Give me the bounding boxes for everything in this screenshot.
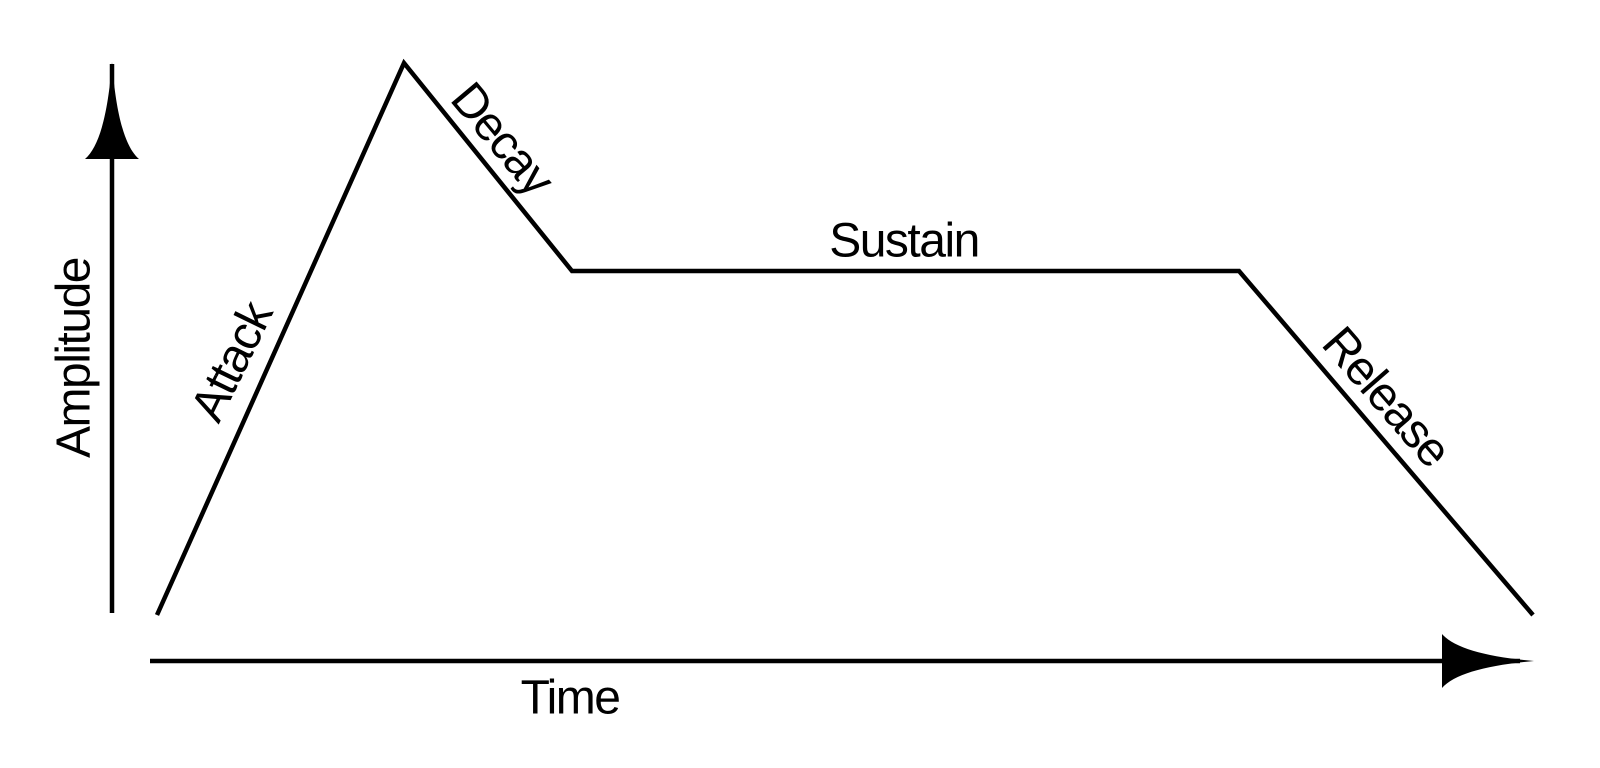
release-label: Release (1312, 317, 1461, 477)
time-axis-label: Time (521, 672, 620, 725)
amplitude-axis-label: Amplitude (48, 258, 101, 458)
amplitude-axis-arrowhead-icon (85, 62, 139, 159)
time-axis-arrowhead-icon (1442, 634, 1534, 688)
envelope-curve (154, 58, 1535, 617)
sustain-label: Sustain (829, 215, 979, 268)
